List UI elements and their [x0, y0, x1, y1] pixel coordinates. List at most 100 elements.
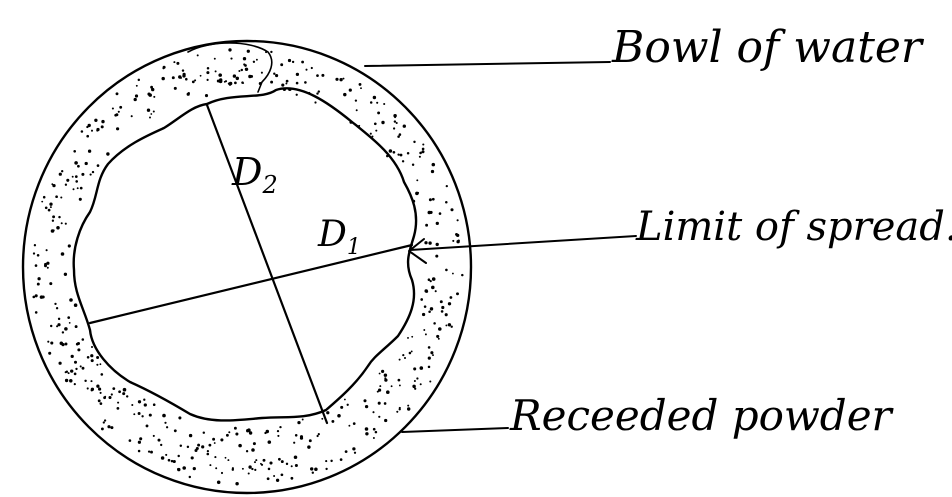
powder-dot — [138, 400, 141, 403]
powder-dot — [365, 432, 368, 435]
powder-dot — [134, 98, 137, 101]
powder-dot — [217, 481, 221, 485]
powder-dot — [227, 459, 229, 461]
powder-dot — [430, 280, 432, 282]
powder-dot — [123, 388, 127, 392]
powder-dot — [386, 390, 390, 394]
powder-dot — [117, 407, 120, 410]
powder-dot — [138, 450, 141, 453]
powder-dot — [296, 73, 299, 76]
powder-dot — [166, 426, 168, 428]
powder-dot — [432, 354, 434, 356]
powder-dot — [107, 425, 110, 428]
powder-dot — [422, 313, 425, 316]
powder-dot — [207, 450, 209, 452]
powder-dot — [96, 129, 98, 131]
diameter-d2-line — [207, 105, 327, 423]
powder-dot — [424, 305, 427, 308]
powder-dot — [215, 467, 217, 469]
powder-dot — [187, 446, 189, 448]
powder-dot — [197, 444, 200, 447]
powder-dot — [72, 176, 74, 178]
powder-dot — [81, 130, 84, 133]
powder-dot — [379, 373, 381, 375]
powder-dot — [384, 377, 386, 379]
powder-dot — [191, 456, 194, 459]
powder-dot — [432, 198, 435, 201]
powder-dot — [451, 326, 453, 328]
powder-dot — [150, 451, 153, 454]
powder-dot — [69, 379, 73, 383]
powder-dot — [431, 170, 434, 173]
powder-dot — [110, 426, 113, 429]
powder-dot — [91, 359, 94, 362]
powder-dot — [47, 341, 49, 343]
powder-dot — [294, 456, 298, 460]
powder-dot — [372, 411, 374, 413]
powder-dot — [114, 114, 117, 117]
powder-dot — [56, 307, 58, 309]
powder-dot — [104, 419, 106, 421]
powder-dot — [452, 273, 454, 275]
powder-dot — [90, 174, 92, 176]
powder-dot — [73, 150, 76, 153]
powder-dot — [241, 69, 243, 71]
powder-dot — [433, 322, 436, 325]
powder-dot — [441, 306, 444, 309]
powder-dot — [412, 164, 414, 166]
powder-dot — [300, 435, 303, 438]
powder-dot — [176, 62, 179, 65]
powder-dot — [235, 482, 238, 485]
powder-dot — [378, 389, 381, 392]
powder-dot — [174, 87, 177, 90]
powder-dot — [448, 302, 451, 305]
powder-dot — [340, 458, 343, 461]
powder-dot — [248, 465, 251, 468]
powder-dot — [335, 78, 338, 81]
powder-dot — [374, 122, 377, 125]
powder-dot — [90, 354, 93, 357]
powder-dot — [235, 432, 238, 435]
powder-dot — [119, 106, 122, 109]
powder-dot — [398, 379, 401, 382]
powder-dot — [305, 69, 307, 71]
powder-dot — [456, 240, 459, 243]
powder-dot — [402, 354, 404, 356]
powder-dot — [35, 264, 38, 267]
powder-dot — [436, 222, 439, 225]
powder-dot — [52, 220, 54, 222]
powder-dot — [254, 469, 256, 471]
powder-dot — [309, 439, 312, 442]
powder-dot — [131, 115, 133, 117]
powder-dot — [343, 78, 345, 80]
powder-dot — [355, 99, 357, 101]
powder-dot — [189, 476, 191, 478]
powder-dot — [206, 453, 209, 456]
powder-dot — [379, 385, 381, 387]
powder-dot — [101, 120, 104, 123]
powder-dot — [80, 365, 82, 367]
powder-dot — [101, 125, 104, 128]
powder-dot — [373, 428, 376, 431]
powder-dot — [112, 387, 115, 390]
powder-dot — [163, 66, 166, 69]
powder-dot — [177, 455, 179, 457]
powder-dot — [261, 72, 263, 74]
powder-dot — [414, 380, 416, 382]
powder-dot — [413, 141, 415, 143]
powder-dot — [232, 467, 234, 469]
powder-dot — [297, 421, 300, 424]
powder-dot — [76, 343, 79, 346]
powder-dot — [249, 431, 252, 434]
powder-dot — [356, 109, 358, 111]
powder-dot — [87, 356, 90, 359]
powder-dot — [74, 373, 77, 376]
powder-dot — [61, 222, 63, 224]
powder-label: Receeded powder — [509, 391, 895, 440]
powder-dot — [450, 296, 453, 299]
powder-dot — [192, 81, 195, 84]
powder-dot — [51, 229, 55, 233]
powder-dot — [412, 385, 415, 388]
powder-dot — [67, 316, 70, 319]
powder-dot — [402, 160, 404, 162]
